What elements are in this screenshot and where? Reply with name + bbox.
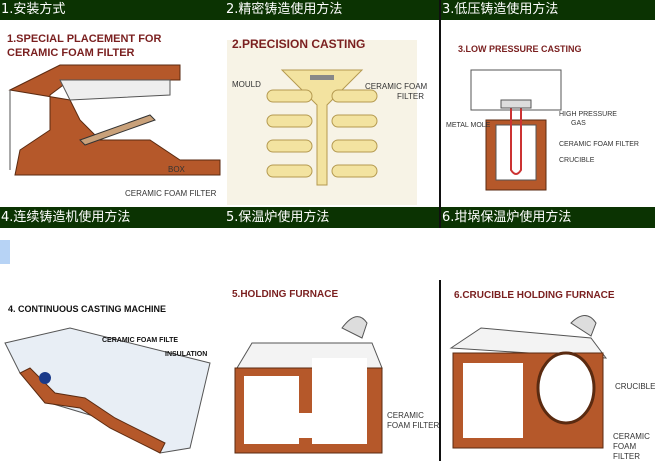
label-gas: GAS xyxy=(571,120,586,127)
precision-diagram xyxy=(227,40,417,205)
holding-diagram xyxy=(234,316,383,454)
label-crucible: CRUCIBLE xyxy=(615,382,655,391)
panel-title: CERAMIC FOAM FILTER xyxy=(7,47,135,59)
header-installation: 1.安装方式 xyxy=(1,2,66,17)
panel-title: 6.CRUCIBLE HOLDING FURNACE xyxy=(454,290,615,301)
header-low-pressure: 3.低压铸造使用方法 xyxy=(442,2,559,17)
low-pressure-diagram xyxy=(470,69,562,191)
panel-title: 5.HOLDING FURNACE xyxy=(232,289,339,300)
panel-precision-casting: 2.PRECISION CASTING MOULD CERAMIC FOAM F… xyxy=(222,20,439,207)
label-filter: CERAMIC FOAM FILTE xyxy=(102,337,179,344)
label-mould: MOULD xyxy=(232,80,261,89)
label-filter: CERAMIC FOAM FILTER xyxy=(125,189,217,198)
label-filter: CERAMIC xyxy=(387,411,424,420)
label-filter: CERAMIC xyxy=(613,432,650,441)
panel-low-pressure: 3.LOW PRESSURE CASTING METAL MOLE HIGH P… xyxy=(441,20,655,207)
label-filter: FILTER xyxy=(397,92,424,101)
header-bar-row1 xyxy=(0,0,655,20)
header-bar-row2 xyxy=(0,207,655,228)
panel-filter-placement: 1.SPECIAL PLACEMENT FOR CERAMIC FOAM FIL… xyxy=(0,20,222,207)
divider xyxy=(439,0,441,228)
label-insulation: INSULATION xyxy=(165,351,208,358)
placement-diagram xyxy=(8,64,221,176)
panel-title: 2.PRECISION CASTING xyxy=(232,37,366,51)
label-filter: FOAM FILTER xyxy=(387,421,440,430)
label-metal: METAL MOLE xyxy=(446,122,491,129)
label-filter: FILTER xyxy=(613,452,640,461)
divider xyxy=(439,280,441,461)
header-continuous: 4.连续铸造机使用方法 xyxy=(1,210,131,225)
label-filter: FOAM xyxy=(613,442,637,451)
label-filter: CERAMIC FOAM xyxy=(365,82,428,91)
label-box: BOX xyxy=(168,165,185,174)
panel-crucible-furnace: 6.CRUCIBLE HOLDING FURNACE CRUCIBLE CERA… xyxy=(441,228,655,461)
label-filter: CERAMIC FOAM FILTER xyxy=(559,141,639,148)
label-crucible: CRUCIBLE xyxy=(559,157,595,164)
label-gas: HIGH PRESSURE xyxy=(559,111,617,118)
header-precision-casting: 2.精密铸造使用方法 xyxy=(226,2,343,17)
header-crucible-furnace: 6.坩埚保温炉使用方法 xyxy=(442,210,572,225)
selection-marker xyxy=(0,240,10,264)
panel-continuous-casting: 4. CONTINUOUS CASTING MACHINE CERAMIC FO… xyxy=(0,228,222,461)
panel-title: 1.SPECIAL PLACEMENT FOR xyxy=(7,33,162,45)
panel-title: 3.LOW PRESSURE CASTING xyxy=(458,44,582,54)
panel-holding-furnace: 5.HOLDING FURNACE CERAMIC FOAM FILTER xyxy=(222,228,439,461)
crucible-diagram xyxy=(449,315,608,449)
panel-title: 4. CONTINUOUS CASTING MACHINE xyxy=(8,304,167,314)
header-holding-furnace: 5.保温炉使用方法 xyxy=(226,210,330,225)
continuous-diagram xyxy=(4,327,211,454)
